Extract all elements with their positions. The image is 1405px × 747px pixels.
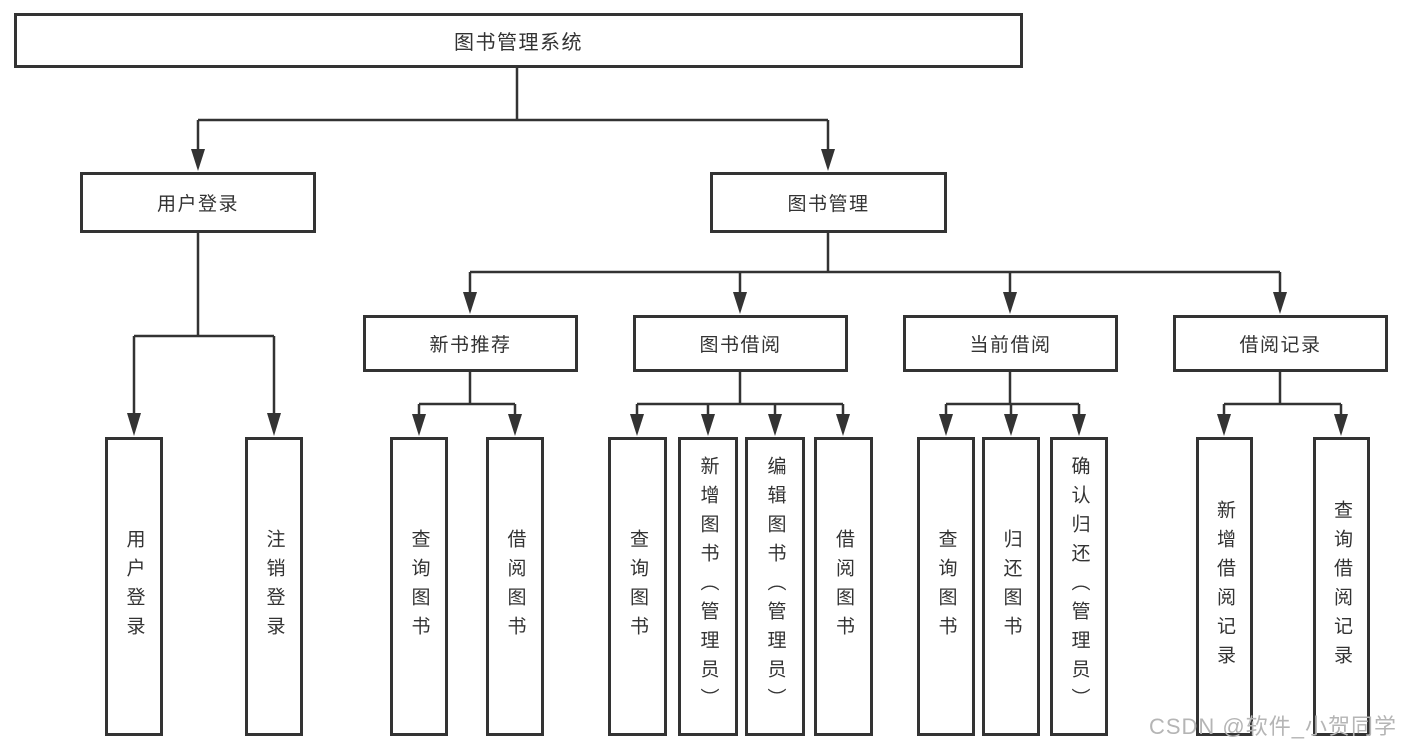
- leaf-edit-book-admin: 编辑图书（管理员）: [745, 437, 805, 736]
- arrowhead: [267, 413, 281, 436]
- leaf-confirm-return-admin: 确认归还（管理员）: [1050, 437, 1108, 736]
- connector-group-new-books: [412, 372, 522, 436]
- leaf-label: 查询图书: [408, 528, 430, 645]
- leaf-label: 查询图书: [935, 528, 957, 645]
- node-group-label: 图书借阅: [699, 335, 782, 356]
- node-user-login-label: 用户登录: [156, 194, 239, 215]
- arrowhead: [1003, 292, 1017, 314]
- arrowhead: [508, 414, 522, 436]
- leaf-query-books-1: 查询图书: [390, 437, 448, 736]
- leaf-user-login: 用户登录: [105, 437, 163, 736]
- node-book-management-label: 图书管理: [787, 194, 870, 215]
- arrowhead: [836, 414, 850, 436]
- leaf-label: 归还图书: [1000, 528, 1022, 645]
- connector-group-borrow-records: [1217, 372, 1348, 436]
- leaf-label: 确认归还（管理员）: [1068, 456, 1090, 717]
- arrowhead: [1273, 292, 1287, 314]
- arrowhead: [733, 292, 747, 314]
- arrowhead: [939, 414, 953, 436]
- leaf-label: 查询借阅记录: [1331, 499, 1352, 674]
- arrowhead: [768, 414, 782, 436]
- connector-group-book-borrow: [630, 372, 850, 436]
- arrowhead: [1334, 414, 1348, 436]
- node-group-book-borrow: 图书借阅: [633, 315, 848, 372]
- arrowhead: [1072, 414, 1086, 436]
- leaf-label: 新增借阅记录: [1214, 499, 1235, 674]
- arrowhead: [463, 292, 477, 314]
- node-group-label: 当前借阅: [969, 335, 1052, 356]
- leaf-label: 编辑图书（管理员）: [764, 456, 786, 717]
- node-root-label: 图书管理系统: [454, 32, 583, 54]
- leaf-add-book-admin: 新增图书（管理员）: [678, 437, 738, 736]
- node-root: 图书管理系统: [14, 13, 1023, 68]
- leaf-query-books-3: 查询图书: [917, 437, 975, 736]
- leaf-label: 新增图书（管理员）: [697, 456, 719, 717]
- leaf-borrow-books-2: 借阅图书: [814, 437, 873, 736]
- node-group-current-borrow: 当前借阅: [903, 315, 1118, 372]
- leaf-query-borrow-record: 查询借阅记录: [1313, 437, 1370, 736]
- node-user-login: 用户登录: [80, 172, 316, 233]
- leaf-borrow-books-1: 借阅图书: [486, 437, 544, 736]
- csdn-watermark: CSDN @软件_小贺同学: [1148, 714, 1397, 739]
- arrowhead: [1004, 414, 1018, 436]
- node-group-borrow-records: 借阅记录: [1173, 315, 1388, 372]
- leaf-label: 用户登录: [123, 528, 145, 645]
- leaf-query-books-2: 查询图书: [608, 437, 667, 736]
- arrowhead: [630, 414, 644, 436]
- arrowhead: [191, 149, 205, 171]
- leaf-return-book: 归还图书: [982, 437, 1040, 736]
- arrowhead: [412, 414, 426, 436]
- node-group-label: 新书推荐: [429, 335, 512, 356]
- arrowhead: [701, 414, 715, 436]
- arrowhead: [1217, 414, 1231, 436]
- connector-group-current-borrow: [939, 372, 1086, 436]
- node-book-management: 图书管理: [710, 172, 947, 233]
- leaf-label: 查询图书: [627, 528, 648, 645]
- node-group-new-books: 新书推荐: [363, 315, 578, 372]
- connector-root-to-level2: [191, 68, 835, 171]
- leaf-label: 注销登录: [263, 528, 285, 645]
- leaf-label: 借阅图书: [504, 528, 526, 645]
- connector-login-to-children: [127, 233, 281, 436]
- leaf-logout: 注销登录: [245, 437, 303, 736]
- arrowhead: [127, 413, 141, 436]
- leaf-label: 借阅图书: [833, 528, 854, 645]
- leaf-add-borrow-record: 新增借阅记录: [1196, 437, 1253, 736]
- arrowhead: [821, 149, 835, 171]
- connector-management-to-groups: [463, 233, 1287, 314]
- node-group-label: 借阅记录: [1239, 335, 1322, 356]
